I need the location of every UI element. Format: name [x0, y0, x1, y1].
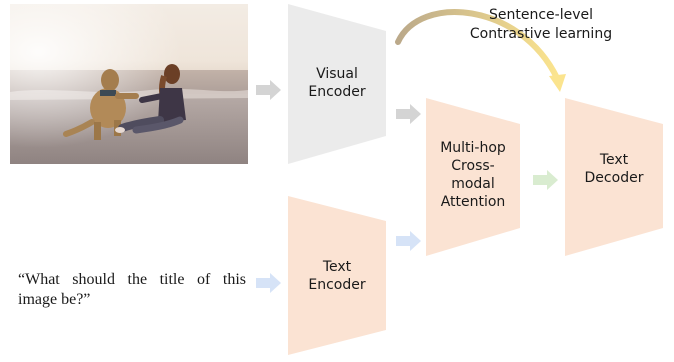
text-decoder-label-line: Text: [599, 152, 629, 168]
contrastive-learning-arrowhead: [549, 74, 566, 92]
visual-to-attention-arrow: [396, 104, 421, 124]
visual-encoder-block: [288, 4, 386, 164]
contrastive-learning-label-line: Sentence-level: [488, 7, 593, 23]
visual-encoder-label: Visual Encoder: [296, 65, 378, 101]
visual-encoder-label-line: Visual: [316, 66, 358, 82]
text-decoder-label-line: Decoder: [584, 170, 644, 186]
beach-photo: [10, 4, 248, 164]
attention-label: Multi-hop Cross- modal Attention: [430, 139, 516, 211]
contrastive-learning-label: Sentence-level Contrastive learning: [436, 6, 646, 44]
visual-encoder-label-line: Encoder: [308, 84, 366, 100]
question-to-text-encoder-arrow: [256, 273, 281, 293]
image-to-visual-arrow: [256, 80, 281, 100]
attention-to-decoder-arrow: [533, 170, 558, 190]
text-encoder-label: Text Encoder: [296, 258, 378, 294]
attention-block: [426, 98, 520, 256]
text-encoder-to-attention-arrow: [396, 231, 421, 251]
text-encoder-block: [288, 196, 386, 355]
text-encoder-label-line: Encoder: [308, 277, 366, 293]
question-text: “What should the title of this image be?…: [18, 271, 246, 308]
contrastive-learning-curve: [395, 9, 560, 81]
attention-label-line: modal: [451, 176, 495, 192]
text-encoder-label-line: Text: [322, 259, 352, 275]
attention-label-line: Cross-: [451, 158, 495, 174]
attention-label-line: Attention: [440, 194, 506, 210]
attention-label-line: Multi-hop: [440, 140, 506, 156]
text-decoder-block: [565, 98, 663, 256]
text-decoder-label: Text Decoder: [572, 151, 656, 187]
contrastive-learning-label-line: Contrastive learning: [469, 26, 613, 42]
